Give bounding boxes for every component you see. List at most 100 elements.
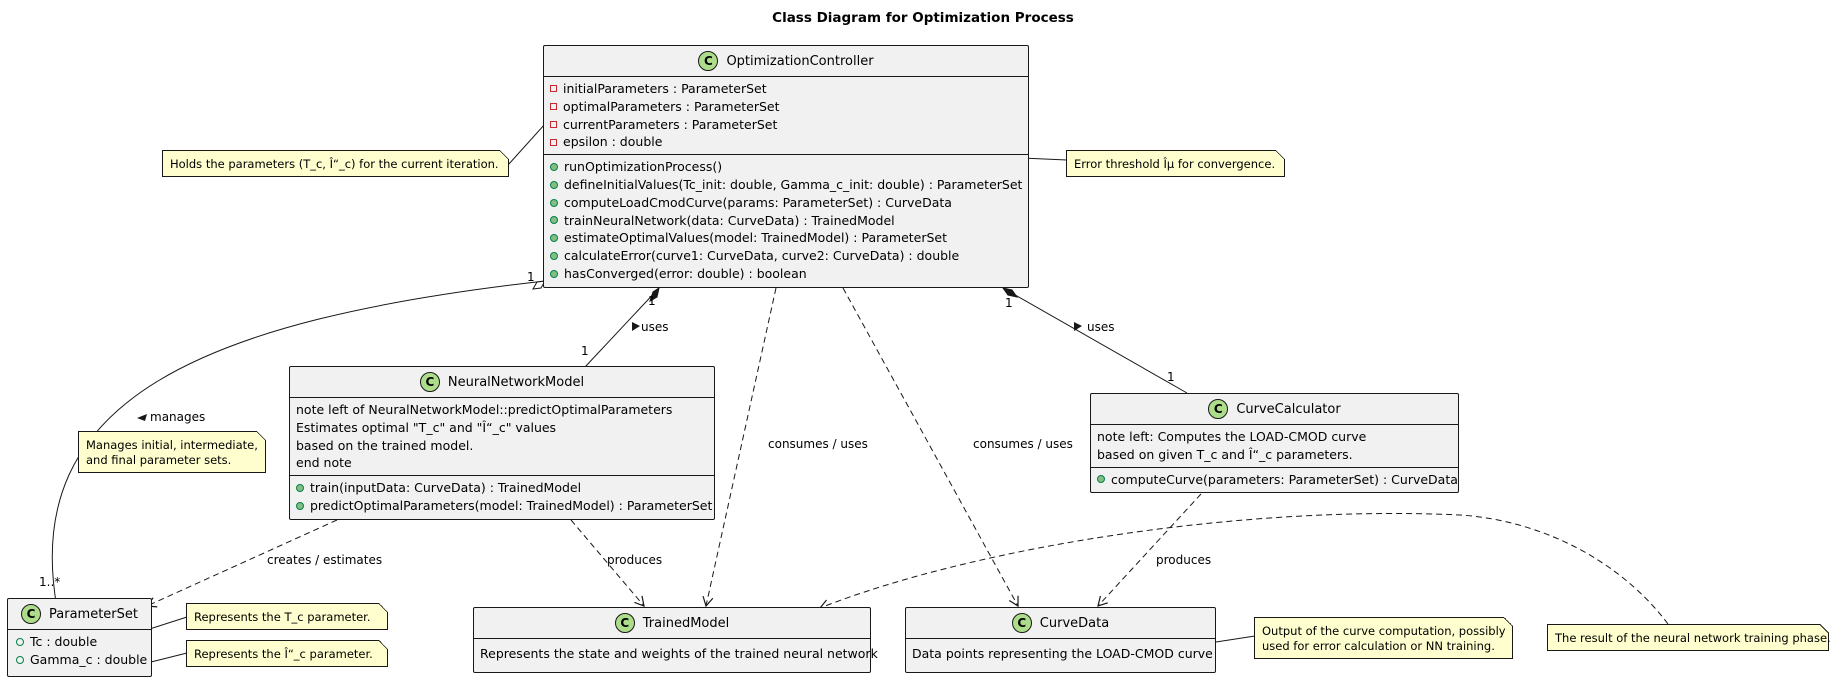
comment-section: note left of NeuralNetworkModel::predict… [290,398,714,477]
public-visibility-icon [296,501,304,510]
method-text: calculateError(curve1: CurveData, curve2… [564,248,960,264]
class-name: OptimizationController [726,53,874,69]
class-optimization-controller[interactable]: C OptimizationController initialParamete… [543,45,1029,288]
class-header: C TrainedModel [474,608,870,639]
note-curve-output: Output of the curve computation, possibl… [1254,617,1513,659]
public-visibility-icon [550,216,558,225]
class-icon: C [419,372,440,392]
note-text: The result of the neural network trainin… [1555,631,1831,645]
aggregation-diamond-ps [532,280,546,290]
public-visibility-icon [550,163,558,172]
note-text: Holds the parameters (T_c, Î“_c) for the… [170,157,499,171]
class-icon: C [21,604,41,624]
method-row: hasConverged(error: double) : boolean [550,265,1022,283]
diagram-title: Class Diagram for Optimization Process [772,10,1074,26]
body-text: Represents the state and weights of the … [480,646,878,661]
composition-diamond-nn [649,286,660,303]
class-header: C ParameterSet [8,599,151,630]
field-text: Tc : double [30,634,98,649]
edge-oc-manages-ps [51,280,546,609]
class-curve-calculator[interactable]: C CurveCalculator note left: Computes th… [1090,393,1459,493]
edge-oc-consumes-tm [702,287,777,608]
class-name: CurveCalculator [1236,401,1341,417]
note-manages-parameter-sets: Manages initial, intermediate, and final… [78,431,266,473]
field-text: epsilon : double [563,134,663,150]
class-body: Represents the state and weights of the … [474,639,878,666]
method-section: computeCurve(parameters: ParameterSet) :… [1091,468,1458,492]
class-icon: C [698,51,719,71]
note-training-result: The result of the neural network trainin… [1547,624,1831,651]
private-visibility-icon [550,85,557,93]
note-text: used for error calculation or NN trainin… [1262,639,1495,653]
edge-label-uses-nn: uses [641,320,669,334]
class-icon: C [1208,399,1229,419]
class-name: TrainedModel [642,615,730,631]
multiplicity-oc-ps: 1 [527,270,535,284]
field-row: Tc : double [16,633,145,651]
multiplicity-nn: 1 [581,344,589,358]
composition-diamond-cc [1001,287,1019,298]
class-curve-data[interactable]: C CurveData Data points representing the… [905,607,1216,673]
method-row: computeLoadCmodCurve(params: ParameterSe… [550,194,1022,212]
note-text: Output of the curve computation, possibl… [1262,624,1506,638]
class-header: C OptimizationController [544,46,1028,77]
field-text: Gamma_c : double [30,651,148,667]
class-neural-network-model[interactable]: C NeuralNetworkModel note left of Neural… [289,366,715,520]
public-visibility-icon [1097,475,1105,484]
field-row: initialParameters : ParameterSet [550,80,1022,98]
field-section: initialParameters : ParameterSet optimal… [544,77,1028,156]
method-text: defineInitialValues(Tc_init: double, Gam… [564,176,1023,192]
multiplicity-ps-many: 1..* [39,575,61,589]
method-section: train(inputData: CurveData) : TrainedMod… [290,476,714,518]
public-visibility-icon [550,180,558,189]
method-text: train(inputData: CurveData) : TrainedMod… [310,480,582,496]
method-text: hasConverged(error: double) : boolean [564,265,807,281]
body-text: Data points representing the LOAD-CMOD c… [912,646,1213,661]
class-header: C NeuralNetworkModel [290,367,714,398]
public-visibility-icon [296,484,304,493]
note-text: Error threshold Îµ for convergence. [1074,157,1276,171]
field-section: Tc : double Gamma_c : double [8,630,151,672]
method-row: runOptimizationProcess() [550,158,1022,176]
class-icon: C [614,613,635,633]
method-text: runOptimizationProcess() [564,159,723,175]
note-epsilon: Error threshold Îµ for convergence. [1066,150,1285,177]
class-name: CurveData [1039,615,1110,631]
comment-row: Estimates optimal "T_c" and "Î“_c" value… [296,419,557,435]
edge-oc-uses-nn [584,287,660,368]
field-row: Gamma_c : double [16,651,148,669]
public-visibility-icon [550,269,558,278]
public-visibility-icon [550,234,558,243]
note-text: Represents the Î“_c parameter. [194,647,373,661]
field-text: initialParameters : ParameterSet [563,81,767,96]
field-row: optimalParameters : ParameterSet [550,98,1022,116]
private-visibility-icon [550,120,557,128]
class-icon: C [1011,613,1032,633]
multiplicity-oc-cc: 1 [1005,296,1013,310]
note-tc-parameter: Represents the T_c parameter. [186,603,388,630]
comment-row: note left of NeuralNetworkModel::predict… [296,402,673,417]
comment-row: based on given T_c and Î“_c parameters. [1097,446,1353,462]
private-visibility-icon [550,138,557,146]
method-row: computeCurve(parameters: ParameterSet) :… [1097,471,1458,489]
class-header: C CurveCalculator [1091,394,1458,425]
note-gamma-parameter: Represents the Î“_c parameter. [186,640,388,667]
multiplicity-oc-nn: 1 [648,294,656,308]
edge-label-produces-tm: produces [607,553,663,567]
edge-nn-creates-ps [145,519,338,608]
comment-section: note left: Computes the LOAD-CMOD curve … [1091,425,1458,468]
public-visibility-icon [550,252,558,261]
note-current-parameters: Holds the parameters (T_c, Î“_c) for the… [162,150,509,177]
class-trained-model[interactable]: C TrainedModel Represents the state and … [473,607,878,673]
edge-label-consumes-tm: consumes / uses [768,437,868,451]
class-body: Data points representing the LOAD-CMOD c… [906,639,1215,666]
field-row: currentParameters : ParameterSet [550,116,1022,134]
note-link-curve-output [1215,635,1256,643]
method-text: estimateOptimalValues(model: TrainedMode… [564,230,948,246]
public-visibility-icon [550,198,558,207]
class-parameter-set[interactable]: C ParameterSet Tc : double Gamma_c : dou… [7,598,152,677]
method-text: predictOptimalParameters(model: TrainedM… [310,497,713,513]
method-row: calculateError(curve1: CurveData, curve2… [550,247,1022,265]
method-row: train(inputData: CurveData) : TrainedMod… [296,479,708,497]
class-name: ParameterSet [49,606,138,622]
